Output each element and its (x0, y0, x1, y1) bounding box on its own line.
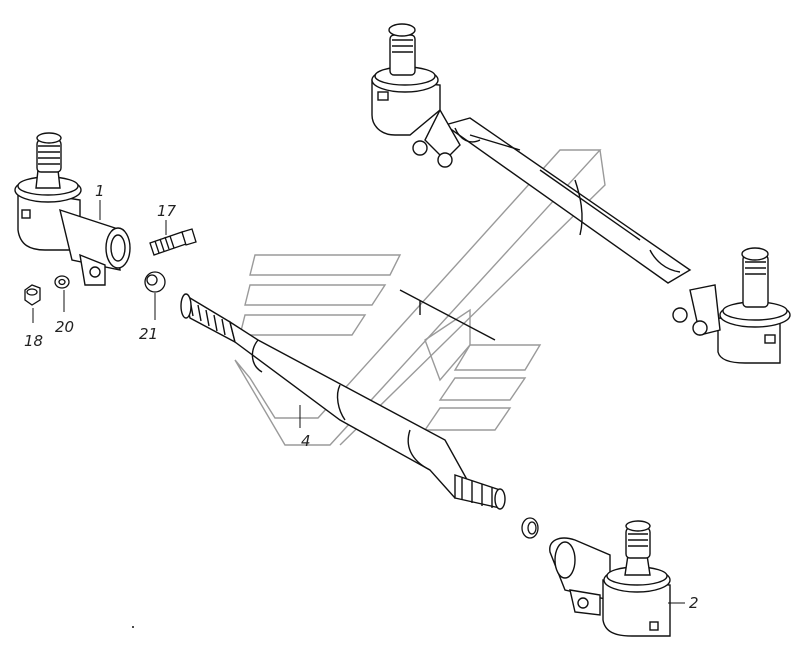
part-21-bushing (144, 271, 166, 293)
callout-20: 20 (55, 318, 74, 336)
part-1-tie-rod-end-left (14, 132, 131, 286)
callout-4: 4 (301, 432, 311, 450)
callout-17: 17 (157, 202, 177, 220)
leader-lines (32, 200, 685, 604)
assembly-right-tie-rod-end (672, 247, 791, 364)
bushing-part-2 (521, 517, 539, 539)
callout-18: 18 (24, 332, 43, 350)
part-20-lock-washer (54, 275, 70, 289)
callout-1: 1 (95, 182, 105, 200)
stray-dot (132, 626, 134, 628)
assembly-rod-tube (443, 117, 692, 284)
part-2-tie-rod-end-right (549, 520, 671, 637)
callout-21: 21 (139, 325, 158, 343)
part-4-tie-rod (180, 289, 506, 510)
callout-2: 2 (689, 594, 699, 612)
tie-rod-assembly (371, 23, 791, 364)
part-17-bolt (149, 228, 197, 256)
assembly-left-tie-rod-end (371, 23, 461, 168)
callout-labels: 1 2 4 17 18 20 21 (24, 182, 699, 612)
watermark-logo (234, 149, 606, 446)
part-18-nut (24, 284, 41, 306)
